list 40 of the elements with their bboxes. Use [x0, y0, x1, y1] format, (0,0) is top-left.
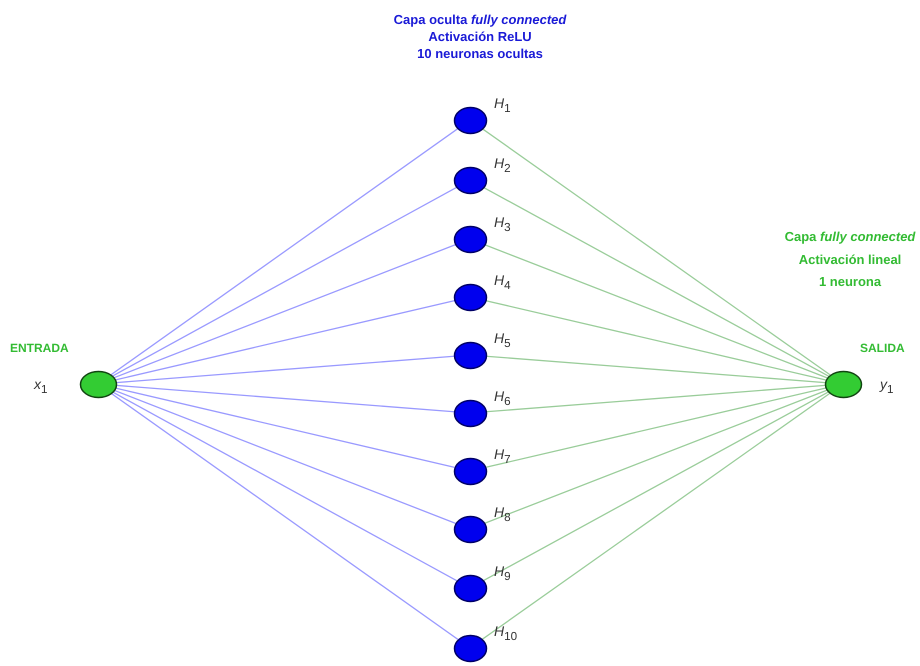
connection-line [114, 390, 456, 524]
connection-line [114, 244, 456, 378]
layer-description: 1 neurona [818, 274, 882, 290]
layer-description: Activación lineal [798, 252, 902, 268]
connection-line [482, 186, 829, 377]
connection-line [482, 128, 831, 376]
neuron-label: H$_{7}$ [494, 447, 511, 467]
layer-label: ENTRADA [10, 342, 69, 356]
connection-line [486, 384, 826, 412]
connection-line [114, 387, 455, 468]
connection-line [110, 392, 458, 640]
connection-line [482, 391, 829, 582]
connection-line [112, 391, 458, 582]
connection-line [485, 387, 826, 468]
connection-line [116, 356, 454, 384]
neuron-label: H$_{8}$ [494, 505, 511, 525]
connection-line [485, 300, 826, 381]
connection-line [484, 244, 828, 378]
connection-line [112, 186, 458, 377]
neuron-label: H$_{10}$ [494, 624, 518, 644]
neuron-label: H$_{2}$ [494, 156, 511, 176]
layer-description: 10 neuronas ocultas [417, 46, 543, 62]
neuron-label: H$_{6}$ [494, 389, 511, 409]
connection-line [110, 128, 458, 376]
neuron-label: y$_{1}$ [880, 377, 894, 397]
neuron-label: H$_{1}$ [494, 96, 511, 116]
layer-description: Activación ReLU [428, 29, 532, 45]
layer-label: SALIDA [860, 342, 905, 356]
connection-line [114, 300, 455, 381]
neuron-label: H$_{5}$ [494, 331, 511, 351]
neuron-label: H$_{4}$ [494, 273, 511, 293]
layer-description: Capa oculta fully connected [394, 12, 566, 28]
neuron-label: H$_{3}$ [494, 215, 511, 235]
connection-line [484, 390, 828, 524]
neuron-label: x$_{1}$ [34, 377, 48, 397]
connection-line [482, 392, 831, 640]
neuron-label: H$_{9}$ [494, 564, 511, 584]
connection-line [486, 356, 826, 384]
layer-description: Capa fully connected [784, 229, 916, 245]
connection-line [116, 384, 454, 412]
